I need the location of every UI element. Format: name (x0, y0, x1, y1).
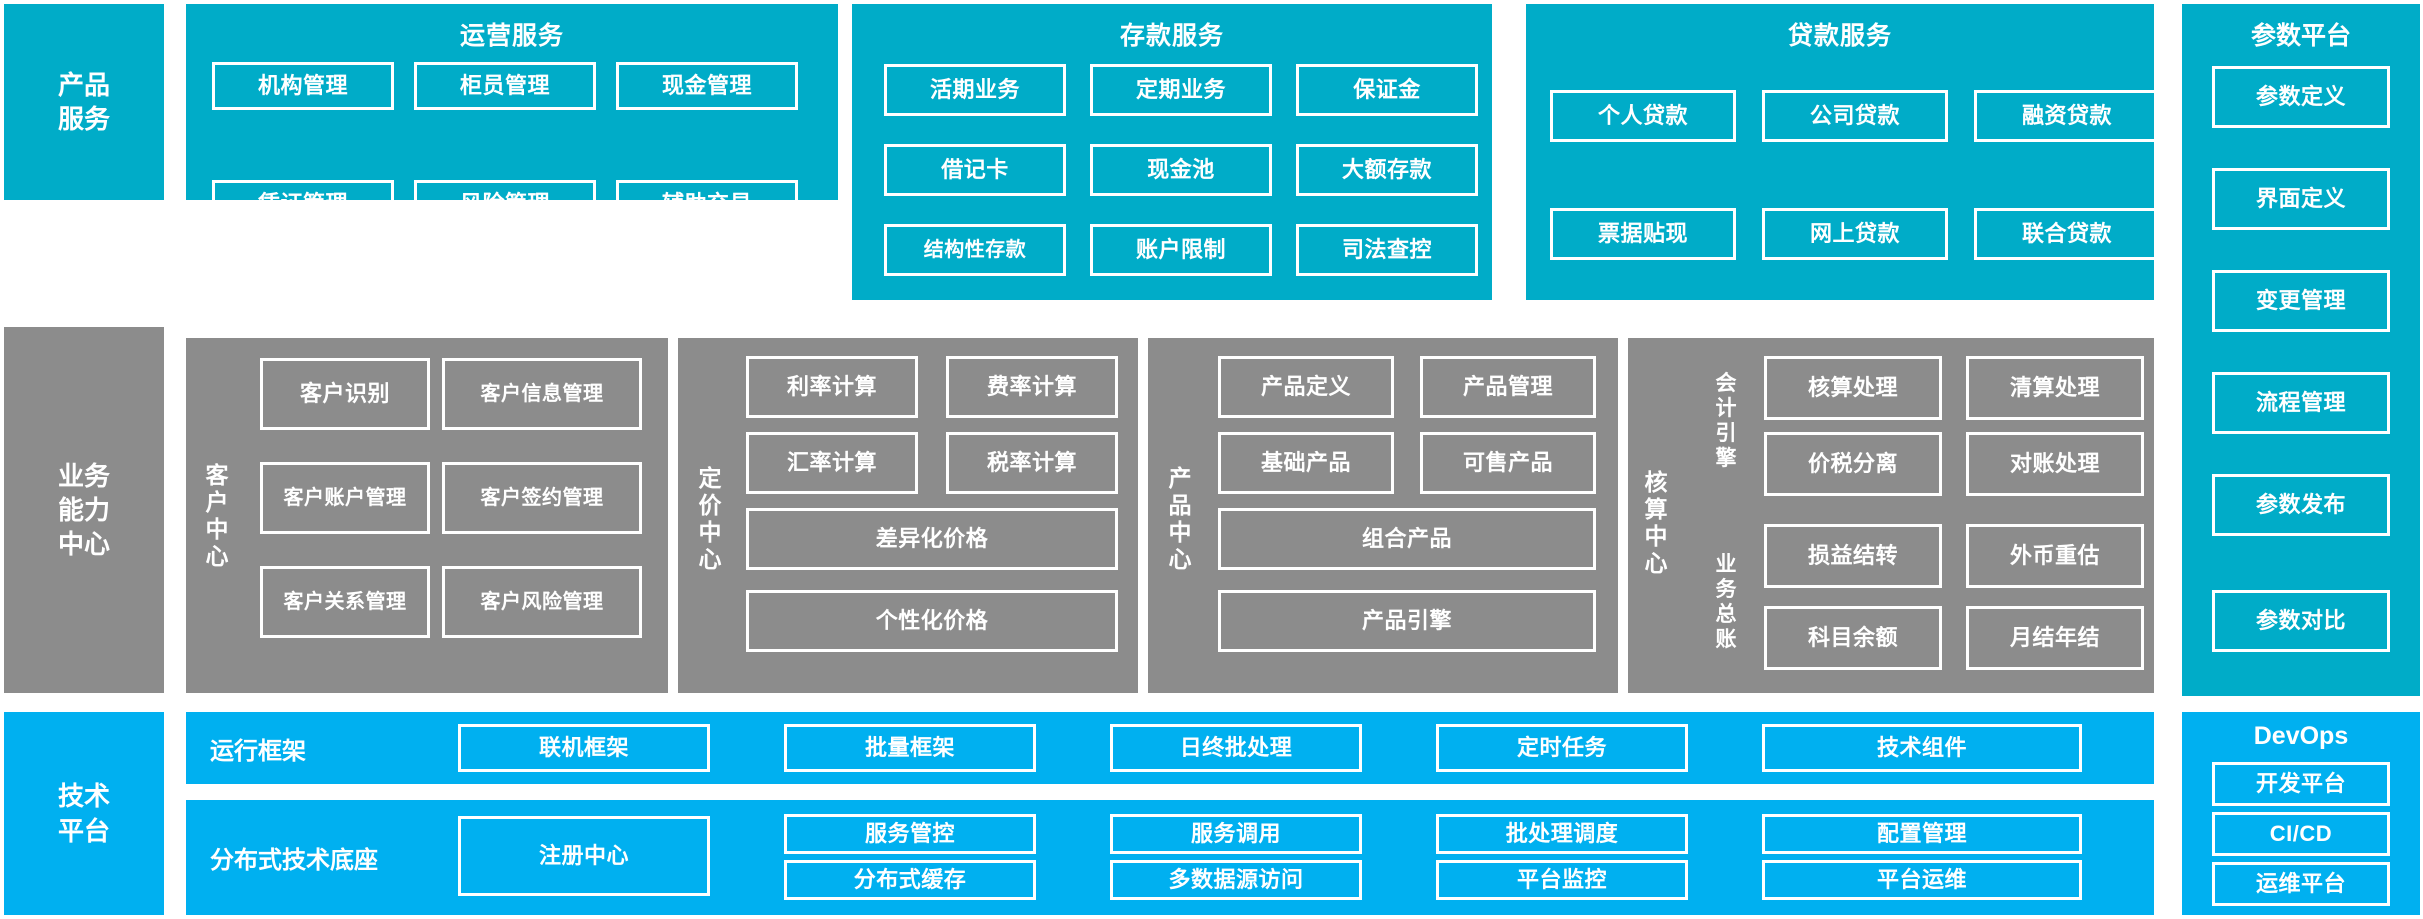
service-item[interactable]: 票据贴现 (1550, 208, 1736, 260)
tech-item[interactable]: 平台运维 (1762, 860, 2082, 900)
layer-label-business-capability: 业务 能力 中心 (4, 327, 164, 693)
service-item[interactable]: 结构性存款 (884, 224, 1066, 276)
band-distributed-foundation: 分布式技术底座 注册中心 服务管控 服务调用 批处理调度 配置管理 分布式缓存 … (186, 800, 2154, 915)
capability-item[interactable]: 核算处理 (1764, 356, 1942, 420)
group-operations-services: 运营服务 机构管理 柜员管理 现金管理 凭证管理 风险管理 辅助交易 (186, 4, 838, 228)
center-label-customer: 客户中心 (205, 461, 229, 570)
capability-item[interactable]: 清算处理 (1966, 356, 2144, 420)
tech-item[interactable]: 多数据源访问 (1110, 860, 1362, 900)
group-title-loan: 贷款服务 (1787, 22, 1892, 50)
center-customer: 客户中心 客户识别 客户信息管理 客户账户管理 客户签约管理 客户关系管理 客户… (186, 338, 668, 693)
group-title-deposit: 存款服务 (1119, 22, 1224, 50)
service-item[interactable]: 融资贷款 (1974, 90, 2160, 142)
service-item[interactable]: 凭证管理 (212, 180, 394, 228)
column-parameter-platform: 参数平台 参数定义 界面定义 变更管理 流程管理 参数发布 参数对比 (2182, 4, 2420, 696)
capability-item-wide[interactable]: 产品引擎 (1218, 590, 1596, 652)
parameter-item[interactable]: 界面定义 (2212, 168, 2390, 230)
column-devops: DevOps 开发平台 CI/CD 运维平台 (2182, 712, 2420, 915)
capability-item-wide[interactable]: 组合产品 (1218, 508, 1596, 570)
capability-item[interactable]: 客户信息管理 (442, 358, 642, 430)
tech-item[interactable]: 技术组件 (1762, 724, 2082, 772)
service-item[interactable]: 风险管理 (414, 180, 596, 228)
capability-item-wide[interactable]: 个性化价格 (746, 590, 1118, 652)
band-label-runtime-framework: 运行框架 (210, 737, 306, 765)
parameter-item[interactable]: 流程管理 (2212, 372, 2390, 434)
tech-item-registry[interactable]: 注册中心 (458, 816, 710, 896)
tech-item[interactable]: 批处理调度 (1436, 814, 1688, 854)
capability-item-wide[interactable]: 差异化价格 (746, 508, 1118, 570)
parameter-item[interactable]: 参数发布 (2212, 474, 2390, 536)
tech-item[interactable]: 批量框架 (784, 724, 1036, 772)
service-item[interactable]: 柜员管理 (414, 62, 596, 110)
capability-item[interactable]: 外币重估 (1966, 524, 2144, 588)
center-accounting: 核算中心 会计引擎 业务总账 核算处理 清算处理 价税分离 对账处理 损益结转 … (1628, 338, 2154, 693)
capability-item[interactable]: 税率计算 (946, 432, 1118, 494)
service-item[interactable]: 保证金 (1296, 64, 1478, 116)
capability-item[interactable]: 费率计算 (946, 356, 1118, 418)
service-item[interactable]: 现金池 (1090, 144, 1272, 196)
capability-item[interactable]: 产品管理 (1420, 356, 1596, 418)
tech-item[interactable]: 平台监控 (1436, 860, 1688, 900)
parameter-item[interactable]: 变更管理 (2212, 270, 2390, 332)
service-item[interactable]: 网上贷款 (1762, 208, 1948, 260)
capability-item[interactable]: 损益结转 (1764, 524, 1942, 588)
tech-item[interactable]: 日终批处理 (1110, 724, 1362, 772)
capability-item[interactable]: 对账处理 (1966, 432, 2144, 496)
devops-item[interactable]: 开发平台 (2212, 762, 2390, 806)
capability-item[interactable]: 价税分离 (1764, 432, 1942, 496)
capability-item[interactable]: 产品定义 (1218, 356, 1394, 418)
column-title-parameter-platform: 参数平台 (2250, 22, 2351, 50)
service-item[interactable]: 账户限制 (1090, 224, 1272, 276)
capability-item[interactable]: 客户签约管理 (442, 462, 642, 534)
tech-item[interactable]: 服务调用 (1110, 814, 1362, 854)
center-label-product: 产品中心 (1168, 464, 1192, 573)
group-deposit-services: 存款服务 活期业务 定期业务 保证金 借记卡 现金池 大额存款 结构性存款 账户… (852, 4, 1492, 300)
tech-item[interactable]: 服务管控 (784, 814, 1036, 854)
service-item[interactable]: 联合贷款 (1974, 208, 2160, 260)
parameter-item[interactable]: 参数定义 (2212, 66, 2390, 128)
group-title-operations: 运营服务 (459, 22, 564, 50)
tech-item[interactable]: 联机框架 (458, 724, 710, 772)
layer-label-technical-platform: 技术 平台 (4, 712, 164, 915)
service-item[interactable]: 机构管理 (212, 62, 394, 110)
service-item[interactable]: 现金管理 (616, 62, 798, 110)
tech-item[interactable]: 配置管理 (1762, 814, 2082, 854)
capability-item[interactable]: 客户关系管理 (260, 566, 430, 638)
band-runtime-framework: 运行框架 联机框架 批量框架 日终批处理 定时任务 技术组件 (186, 712, 2154, 784)
service-item[interactable]: 大额存款 (1296, 144, 1478, 196)
devops-item[interactable]: 运维平台 (2212, 862, 2390, 906)
service-item[interactable]: 司法查控 (1296, 224, 1478, 276)
group-loan-services: 贷款服务 个人贷款 公司贷款 融资贷款 票据贴现 网上贷款 联合贷款 (1526, 4, 2160, 300)
center-label-pricing: 定价中心 (698, 464, 722, 573)
column-title-devops: DevOps (2253, 722, 2349, 750)
capability-item[interactable]: 客户识别 (260, 358, 430, 430)
capability-item[interactable]: 可售产品 (1420, 432, 1596, 494)
capability-item[interactable]: 科目余额 (1764, 606, 1942, 670)
capability-item[interactable]: 月结年结 (1966, 606, 2144, 670)
capability-item[interactable]: 基础产品 (1218, 432, 1394, 494)
band-label-distributed-foundation: 分布式技术底座 (210, 847, 378, 874)
subgroup-label-accounting-engine: 会计引擎 (1715, 372, 1737, 470)
service-item[interactable]: 辅助交易 (616, 180, 798, 228)
center-product: 产品中心 产品定义 产品管理 基础产品 可售产品 组合产品 产品引擎 (1148, 338, 1618, 693)
capability-item[interactable]: 客户风险管理 (442, 566, 642, 638)
capability-item[interactable]: 利率计算 (746, 356, 918, 418)
layer-label-product-service: 产品 服务 (4, 4, 164, 200)
center-pricing: 定价中心 利率计算 费率计算 汇率计算 税率计算 差异化价格 个性化价格 (678, 338, 1138, 693)
service-item[interactable]: 个人贷款 (1550, 90, 1736, 142)
subgroup-label-business-ledger: 业务总账 (1715, 553, 1737, 651)
parameter-item[interactable]: 参数对比 (2212, 590, 2390, 652)
center-label-accounting: 核算中心 (1644, 468, 1668, 577)
devops-item[interactable]: CI/CD (2212, 812, 2390, 856)
tech-item[interactable]: 分布式缓存 (784, 860, 1036, 900)
service-item[interactable]: 活期业务 (884, 64, 1066, 116)
capability-item[interactable]: 客户账户管理 (260, 462, 430, 534)
service-item[interactable]: 定期业务 (1090, 64, 1272, 116)
service-item[interactable]: 公司贷款 (1762, 90, 1948, 142)
capability-item[interactable]: 汇率计算 (746, 432, 918, 494)
service-item[interactable]: 借记卡 (884, 144, 1066, 196)
tech-item[interactable]: 定时任务 (1436, 724, 1688, 772)
